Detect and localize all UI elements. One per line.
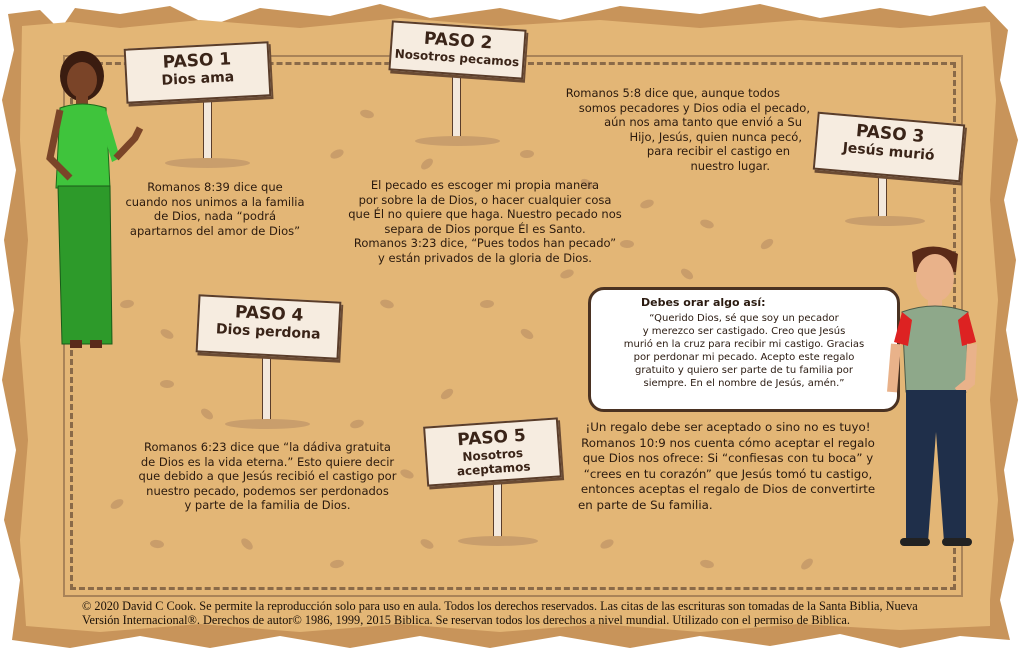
text-line: siempre. En el nombre de Jesús, amén.” bbox=[643, 378, 845, 389]
text-line: nuestro lugar. bbox=[690, 158, 770, 173]
step-subtitle: Nosotros aceptamos bbox=[456, 445, 531, 479]
step-1-text: Romanos 8:39 dice que cuando nos unimos … bbox=[105, 180, 325, 238]
text-line: apartarnos del amor de Dios” bbox=[129, 223, 301, 238]
text-line: y parte de la familia de Dios. bbox=[184, 498, 351, 512]
text-line: gratuito y quiero ser parte de tu famili… bbox=[635, 365, 853, 376]
text-line: Hijo, Jesús, quien nunca pecó, bbox=[629, 129, 802, 144]
sign-post bbox=[452, 72, 461, 140]
sign-mound bbox=[415, 136, 500, 146]
text-line: por perdonar mi pecado. Acepto este rega… bbox=[633, 352, 855, 363]
text-line: que debido a que Jesús recibió el castig… bbox=[138, 469, 397, 483]
sign-paso-2: PASO 2 Nosotros pecamos bbox=[388, 20, 527, 80]
text-line: aún nos ama tanto que envió a Su bbox=[604, 115, 802, 129]
text-line: de Dios, nada “podrá bbox=[153, 209, 277, 223]
step-2-text: El pecado es escoger mi propia manera po… bbox=[330, 178, 640, 265]
text-line: y merezco ser castigado. Creo que Jesús bbox=[642, 326, 846, 337]
sign-mound bbox=[845, 216, 925, 226]
sign-mound bbox=[458, 536, 538, 546]
footprint-icon bbox=[159, 379, 175, 389]
step-3-text: Romanos 5:8 dice que, aunque todos somos… bbox=[550, 86, 810, 173]
text-line: que Él no quiere que haga. Nuestro pecad… bbox=[348, 207, 622, 221]
sign-paso-5: PASO 5 Nosotros aceptamos bbox=[423, 417, 562, 487]
step-5-text: ¡Un regalo debe ser aceptado o sino no e… bbox=[578, 420, 878, 513]
sign-mound bbox=[225, 419, 310, 429]
prayer-heading: Debes orar algo así: bbox=[641, 296, 766, 309]
text-line: en parte de Su familia. bbox=[578, 497, 713, 512]
text-line: El pecado es escoger mi propia manera bbox=[370, 178, 600, 192]
text-line: Romanos 6:23 dice que “la dádiva gratuit… bbox=[144, 440, 391, 454]
text-line: y están privados de la gloria de Dios. bbox=[378, 250, 592, 265]
sign-post bbox=[493, 478, 502, 540]
footer-line: Versión Internacional®. Derechos de auto… bbox=[82, 613, 850, 627]
man-illustration bbox=[887, 246, 977, 546]
woman-illustration bbox=[46, 51, 144, 348]
text-line: Romanos 5:8 dice que, aunque todos bbox=[565, 86, 780, 100]
text-line: para recibir el castigo en bbox=[646, 144, 790, 158]
sign-post bbox=[203, 98, 212, 162]
text-line: “Querido Dios, sé que soy un pecador bbox=[649, 313, 839, 324]
text-line: de Dios es la vida eterna.” Esto quiere … bbox=[140, 454, 395, 469]
text-line: “crees en tu corazón” que Jesús tomó tu … bbox=[583, 466, 873, 481]
text-line: por sobre la de Dios, o hacer cualquier … bbox=[358, 192, 612, 207]
text-line: Romanos 3:23 dice, “Pues todos han pecad… bbox=[353, 236, 617, 250]
step-4-text: Romanos 6:23 dice que “la dádiva gratuit… bbox=[130, 440, 405, 513]
copyright-footer: © 2020 David C Cook. Se permite la repro… bbox=[82, 599, 962, 627]
text-line: separa de Dios porque Él es Santo. bbox=[384, 221, 586, 236]
footer-line: © 2020 David C Cook. Se permite la repro… bbox=[82, 599, 918, 613]
text-line: somos pecadores y Dios odia el pecado, bbox=[578, 100, 810, 115]
text-line: Romanos 10:9 nos cuenta cómo aceptar el … bbox=[581, 435, 875, 450]
sign-mound bbox=[165, 158, 250, 168]
prayer-speech-bubble: Debes orar algo así: “Querido Dios, sé q… bbox=[588, 287, 900, 412]
sign-post bbox=[878, 175, 887, 220]
text-line: Romanos 8:39 dice que bbox=[147, 180, 283, 194]
sign-post bbox=[262, 355, 271, 423]
text-line: cuando nos unimos a la familia bbox=[125, 194, 305, 209]
text-line: nuestro pecado, podemos ser perdonados bbox=[146, 483, 389, 498]
text-line: que Dios nos ofrece: Si “confiesas con t… bbox=[582, 451, 874, 465]
text-line: murió en la cruz para recibir mi castigo… bbox=[623, 339, 865, 350]
text-line: entonces aceptas el regalo de Dios de co… bbox=[580, 482, 876, 496]
sign-paso-4: PASO 4 Dios perdona bbox=[195, 294, 342, 360]
text-line: ¡Un regalo debe ser aceptado o sino no e… bbox=[585, 420, 871, 434]
prayer-text: “Querido Dios, sé que soy un pecador y m… bbox=[609, 312, 879, 390]
